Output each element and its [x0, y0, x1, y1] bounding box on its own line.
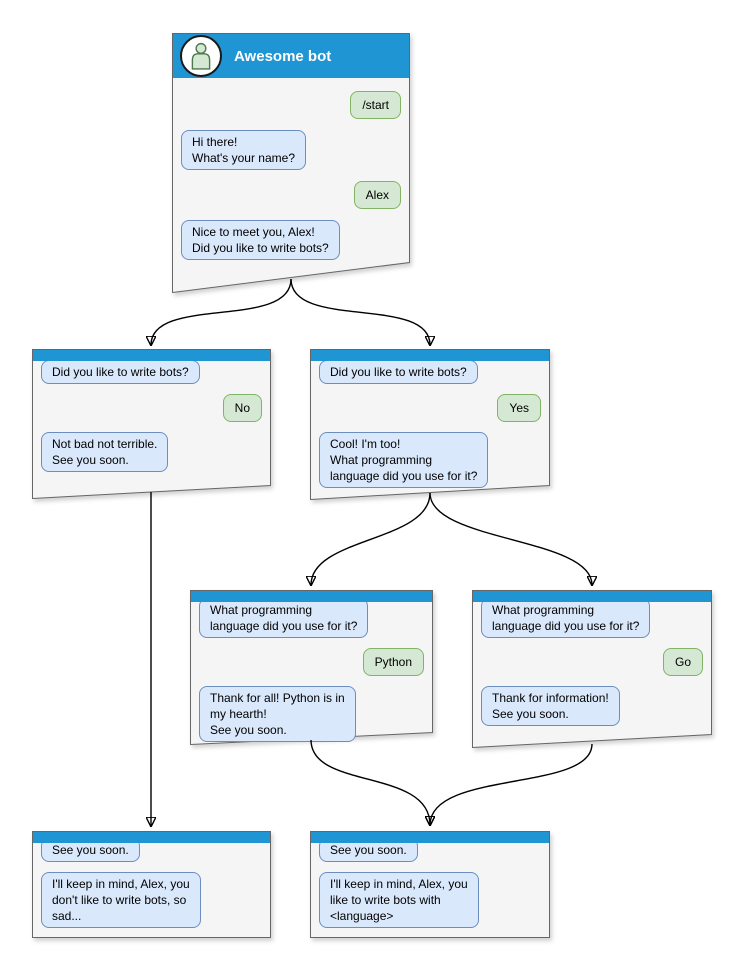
connector-branch-yes-to-go[interactable] [429, 492, 592, 585]
bot-message-bubble[interactable]: What programming language did you use fo… [481, 598, 651, 638]
chat-window-end-yes[interactable]: See you soon. I'll keep in mind, Alex, y… [310, 831, 550, 938]
bot-message-bubble[interactable]: Not bad not terrible. See you soon. [41, 432, 169, 472]
connector-go-to-end-yes[interactable] [430, 743, 593, 825]
message-list: /start Hi there! What's your name? Alex … [181, 91, 401, 260]
chat-window-branch-yes[interactable]: Did you like to write bots? Yes Cool! I'… [310, 349, 550, 500]
user-message-bubble[interactable]: Go [662, 648, 703, 676]
connector-python-to-end-yes[interactable] [310, 739, 430, 825]
window-titlebar [311, 832, 549, 843]
window-titlebar [33, 832, 270, 843]
chat-window-main[interactable]: Awesome bot /start Hi there! What's your… [172, 33, 410, 293]
bot-message-bubble[interactable]: Did you like to write bots? [319, 360, 478, 384]
user-message-bubble[interactable]: Alex [353, 181, 401, 209]
message-list: See you soon. I'll keep in mind, Alex, y… [319, 838, 541, 928]
connector-branch-yes-to-python[interactable] [311, 492, 431, 585]
bot-message-bubble[interactable]: I'll keep in mind, Alex, you don't like … [41, 872, 201, 928]
bot-message-bubble[interactable]: Hi there! What's your name? [181, 130, 307, 170]
message-list: Did you like to write bots? No Not bad n… [41, 360, 262, 472]
bot-avatar [180, 35, 222, 77]
window-titlebar [473, 591, 711, 602]
window-titlebar: Awesome bot [173, 34, 409, 78]
person-icon [191, 42, 211, 70]
bot-message-bubble[interactable]: Thank for information! See you soon. [481, 686, 620, 726]
chat-window-branch-no[interactable]: Did you like to write bots? No Not bad n… [32, 349, 271, 499]
user-message-bubble[interactable]: No [222, 394, 262, 422]
message-list: Did you like to write bots? Yes Cool! I'… [319, 360, 541, 488]
bot-message-bubble[interactable]: What programming language did you use fo… [199, 598, 369, 638]
message-list: What programming language did you use fo… [481, 598, 703, 726]
chat-window-python[interactable]: What programming language did you use fo… [190, 590, 433, 745]
window-title: Awesome bot [234, 47, 332, 65]
bot-message-bubble[interactable]: Cool! I'm too! What programming language… [319, 432, 489, 488]
window-titlebar [311, 350, 549, 361]
message-list: What programming language did you use fo… [199, 598, 424, 742]
bot-message-bubble[interactable]: I'll keep in mind, Alex, you like to wri… [319, 872, 479, 928]
bot-message-bubble[interactable]: Nice to meet you, Alex! Did you like to … [181, 220, 340, 260]
chat-window-end-no[interactable]: See you soon. I'll keep in mind, Alex, y… [32, 831, 271, 938]
user-message-bubble[interactable]: /start [350, 91, 401, 119]
window-titlebar [191, 591, 432, 602]
user-message-bubble[interactable]: Python [362, 648, 424, 676]
bot-message-bubble[interactable]: Did you like to write bots? [41, 360, 200, 384]
chat-window-go[interactable]: What programming language did you use fo… [472, 590, 712, 748]
message-list: See you soon. I'll keep in mind, Alex, y… [41, 838, 262, 928]
bot-message-bubble[interactable]: Thank for all! Python is in my hearth! S… [199, 686, 356, 742]
window-titlebar [33, 350, 270, 361]
user-message-bubble[interactable]: Yes [497, 394, 541, 422]
